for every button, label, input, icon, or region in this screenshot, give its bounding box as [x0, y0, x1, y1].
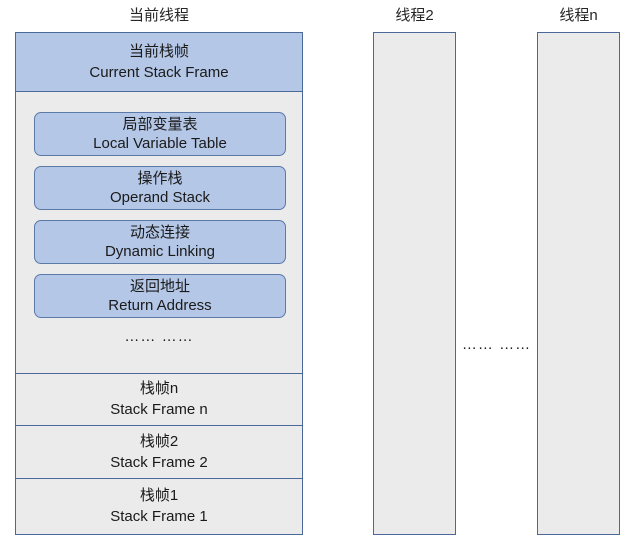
- stack-frame-2: 栈帧2 Stack Frame 2: [16, 426, 302, 479]
- return-address-label-en: Return Address: [108, 296, 212, 314]
- dynamic-linking-label-cn: 动态连接: [129, 223, 190, 241]
- stack-frame-2-label-en: Stack Frame 2: [110, 453, 208, 471]
- stack-frame-n-label-en: Stack Frame n: [110, 400, 208, 418]
- thread-2-title: 线程2: [395, 7, 434, 24]
- thread-n-stack: [537, 32, 620, 535]
- frame-components-ellipsis: …… ……: [124, 328, 194, 345]
- local-variable-table-label-en: Local Variable Table: [93, 134, 227, 152]
- current-thread-stack: 当前栈帧 Current Stack Frame 局部变量表 Local Var…: [15, 32, 303, 535]
- threads-ellipsis: …… ……: [461, 336, 532, 353]
- current-stack-frame-body: 局部变量表 Local Variable Table 操作栈 Operand S…: [16, 92, 302, 374]
- local-variable-table-box: 局部变量表 Local Variable Table: [34, 112, 286, 156]
- stack-frame-1-label-cn: 栈帧1: [139, 487, 179, 504]
- stack-frame-n-label-cn: 栈帧n: [139, 379, 179, 397]
- operand-stack-label-cn: 操作栈: [137, 169, 183, 187]
- thread-2-stack: [373, 32, 456, 535]
- return-address-label-cn: 返回地址: [129, 277, 190, 295]
- dynamic-linking-box: 动态连接 Dynamic Linking: [34, 220, 286, 264]
- local-variable-table-label-cn: 局部变量表: [122, 115, 198, 133]
- stack-frame-n: 栈帧n Stack Frame n: [16, 373, 302, 426]
- dynamic-linking-label-en: Dynamic Linking: [104, 242, 216, 260]
- stack-frame-1: 栈帧1 Stack Frame 1: [16, 479, 302, 534]
- current-stack-frame-header: 当前栈帧 Current Stack Frame: [16, 33, 302, 92]
- operand-stack-label-en: Operand Stack: [109, 188, 211, 206]
- current-thread-title: 当前线程: [128, 7, 189, 24]
- stack-frame-1-label-en: Stack Frame 1: [110, 508, 208, 525]
- return-address-box: 返回地址 Return Address: [34, 274, 286, 318]
- current-stack-frame-label-en: Current Stack Frame: [89, 63, 229, 81]
- current-stack-frame-label-cn: 当前栈帧: [128, 42, 189, 60]
- thread-n-title: 线程n: [559, 7, 598, 24]
- stack-frame-2-label-cn: 栈帧2: [139, 432, 179, 450]
- operand-stack-box: 操作栈 Operand Stack: [34, 166, 286, 210]
